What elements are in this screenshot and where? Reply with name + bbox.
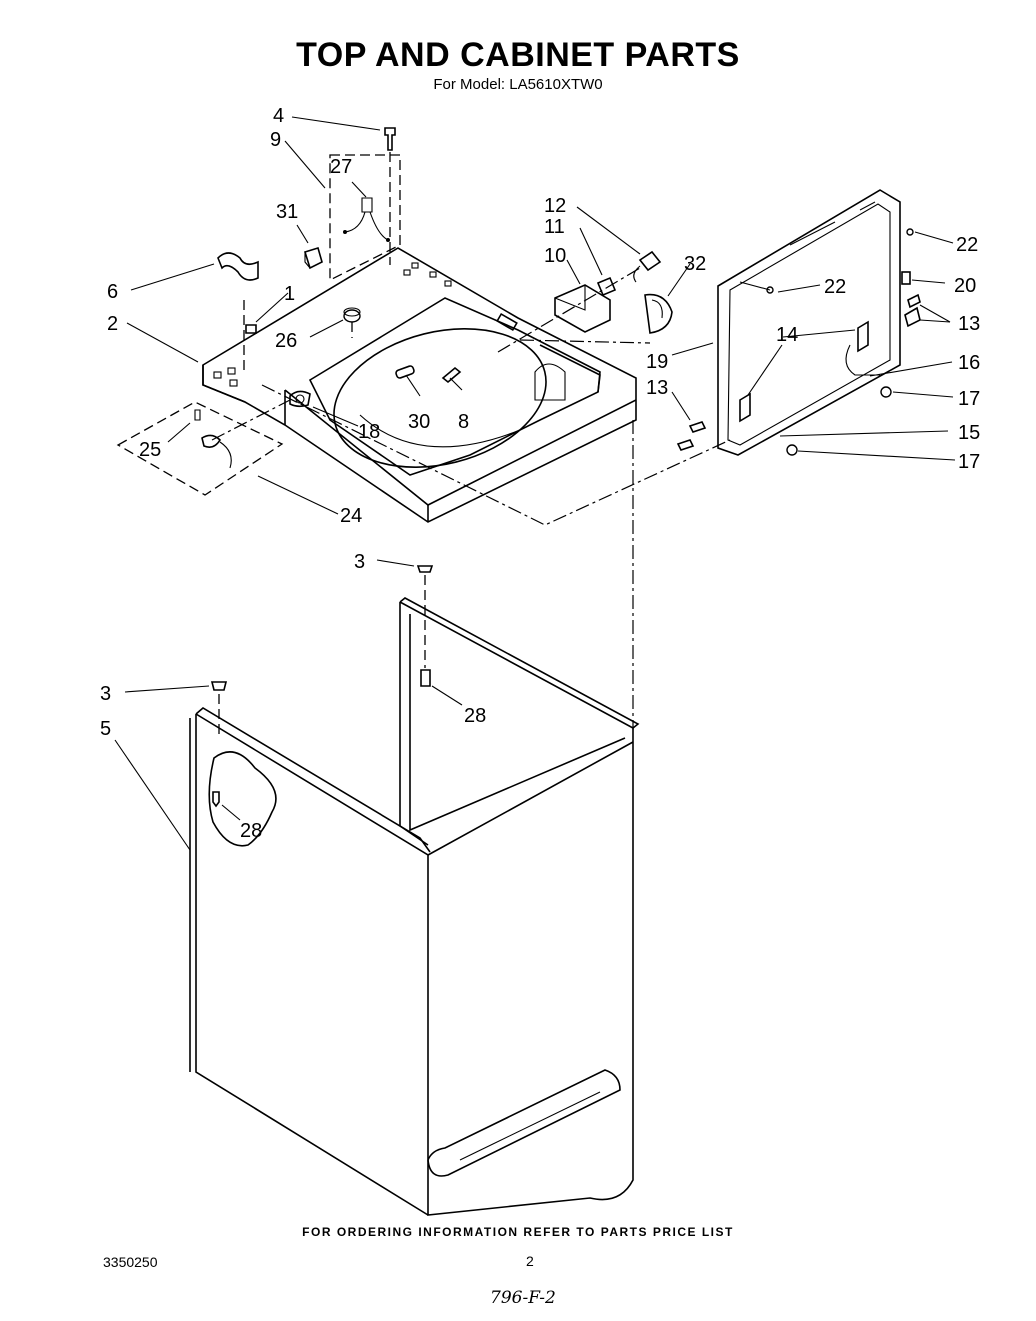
lid-assembly — [676, 189, 921, 456]
callout-26: 26 — [275, 330, 297, 352]
alignment-line — [261, 384, 731, 526]
callout-32: 32 — [684, 253, 706, 275]
callout-9: 9 — [270, 129, 281, 151]
callout-14: 14 — [776, 324, 798, 346]
callout-27: 27 — [330, 156, 352, 178]
ordering-note: FOR ORDERING INFORMATION REFER TO PARTS … — [302, 1225, 734, 1239]
callout-4: 4 — [273, 105, 284, 127]
hardware-parts — [217, 127, 401, 370]
callout-2: 2 — [107, 313, 118, 335]
document-number: 3350250 — [103, 1254, 158, 1270]
callout-30: 30 — [408, 411, 430, 433]
handwritten-reference: 796-F-2 — [490, 1288, 556, 1308]
callout-24: 24 — [340, 505, 362, 527]
callout-17: 17 — [958, 388, 980, 410]
callout-20: 20 — [954, 275, 976, 297]
callout-numbers: 4 9 27 31 6 1 2 26 25 24 18 30 8 12 11 1… — [100, 105, 980, 842]
washer-top-panel — [202, 247, 637, 523]
callout-12: 12 — [544, 195, 566, 217]
callout-10: 10 — [544, 245, 566, 267]
callout-19: 19 — [646, 351, 668, 373]
callout-1: 1 — [284, 283, 295, 305]
callout-28: 28 — [464, 705, 486, 727]
callout-11: 11 — [544, 216, 565, 238]
leader-lines — [114, 116, 956, 851]
callout-22: 22 — [956, 234, 978, 256]
callout-3: 3 — [354, 551, 365, 573]
callout-3: 3 — [100, 683, 111, 705]
callout-18: 18 — [358, 421, 380, 443]
callout-31: 31 — [276, 201, 298, 223]
callout-6: 6 — [107, 281, 118, 303]
callout-5: 5 — [100, 718, 111, 740]
callout-28: 28 — [240, 820, 262, 842]
callout-15: 15 — [958, 422, 980, 444]
switch-subassembly — [116, 399, 291, 496]
callout-16: 16 — [958, 352, 980, 374]
page-title: TOP AND CABINET PARTS — [296, 36, 740, 74]
lid-switch-parts — [497, 250, 673, 353]
callout-25: 25 — [139, 439, 161, 461]
callout-17: 17 — [958, 451, 980, 473]
callout-13: 13 — [958, 313, 980, 335]
model-subtitle: For Model: LA5610XTW0 — [433, 76, 603, 93]
callout-8: 8 — [458, 411, 469, 433]
callout-13: 13 — [646, 377, 668, 399]
page-number: 2 — [526, 1253, 534, 1269]
cabinet — [189, 565, 640, 1216]
callout-22: 22 — [824, 276, 846, 298]
